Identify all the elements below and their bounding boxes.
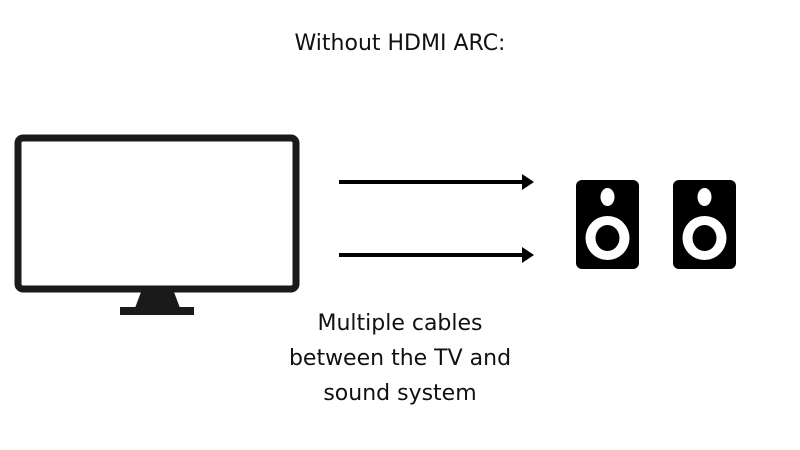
diagram-title: Without HDMI ARC: (294, 31, 506, 56)
caption-line: between the TV and (288, 346, 512, 371)
caption-line: Multiple cables (317, 311, 483, 336)
caption: Multiple cables between the TV and sound… (250, 306, 550, 411)
speaker-icon (576, 180, 639, 269)
caption-line: sound system (323, 381, 477, 406)
arrow-right-icon (339, 247, 534, 263)
speaker-icon (673, 180, 736, 269)
arrow-right-icon (339, 174, 534, 190)
tv-icon (14, 134, 300, 315)
